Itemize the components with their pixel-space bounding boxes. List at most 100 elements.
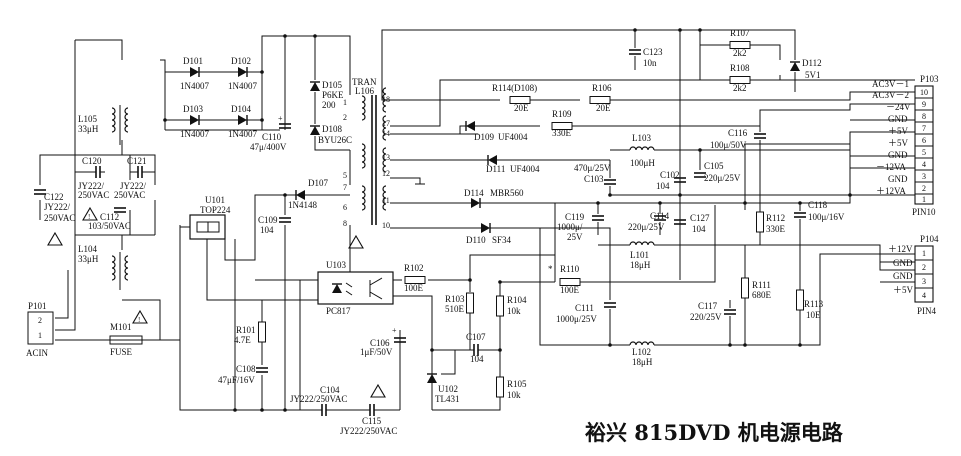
C112-ref: C112	[100, 212, 119, 222]
C123-value: 10n	[643, 58, 657, 68]
D101-value: 1N4007	[180, 81, 209, 91]
C122-ref: C122	[44, 192, 64, 202]
R114-ref: R114(D108)	[492, 83, 537, 93]
TRAN-ref: TRAN	[352, 77, 377, 87]
connector-P101: 2 1	[27, 311, 54, 345]
warning-icon	[348, 235, 364, 249]
C102-value: 104	[656, 181, 670, 191]
C116-value: 100μ/50V	[710, 140, 747, 150]
L103-value: 100μH	[630, 158, 655, 168]
svg-text:＋5V: ＋5V	[888, 126, 909, 136]
L103-ref: L103	[632, 133, 651, 143]
D114-symbol	[470, 197, 481, 209]
R111-ref: R111	[752, 280, 771, 290]
D111-ref: D111	[486, 164, 505, 174]
R112-value: 330E	[766, 224, 786, 234]
C115-ref: C115	[362, 416, 382, 426]
R113-value: 10E	[806, 310, 821, 320]
L104-ref: L104	[78, 244, 97, 254]
P101-label: ACIN	[26, 348, 48, 358]
C121-ref: C121	[127, 156, 147, 166]
D112-value: 5V1	[805, 70, 821, 80]
C116-symbol	[753, 133, 767, 139]
C112-value: 103/50VAC	[88, 221, 131, 231]
D114-value: MBR560	[490, 188, 524, 198]
R110-mark: *	[548, 264, 553, 274]
svg-text:14: 14	[382, 129, 390, 138]
D103-ref: D103	[183, 104, 203, 114]
P103-label: PIN10	[912, 207, 936, 217]
R108-ref: R108	[730, 63, 750, 73]
C119-symbol	[591, 215, 605, 221]
svg-text:10: 10	[382, 221, 390, 230]
svg-text:1: 1	[922, 249, 926, 258]
C127-ref: C127	[690, 213, 710, 223]
junction-dots	[163, 28, 852, 412]
C109-symbol	[278, 217, 292, 223]
D103-value: 1N4007	[180, 129, 209, 139]
D102-ref: D102	[231, 56, 251, 66]
svg-text:＋12V: ＋12V	[888, 244, 913, 254]
C109-ref: C109	[258, 215, 278, 225]
D110-symbol	[480, 222, 491, 234]
C115-value: JY222/250VAC	[340, 426, 397, 436]
svg-text:－24V: －24V	[886, 102, 911, 112]
D105-symbol	[309, 81, 321, 92]
L101-symbol	[629, 241, 655, 246]
svg-text:3: 3	[922, 172, 926, 181]
C120-value2: 250VAC	[78, 190, 109, 200]
P104-ref: P104	[920, 234, 939, 244]
C121-symbol	[137, 165, 143, 179]
R104-value: 10k	[507, 306, 521, 316]
R102-ref: R102	[404, 263, 424, 273]
C122-value: JY222/	[44, 202, 71, 212]
svg-text:AC3V－1: AC3V－1	[872, 79, 909, 89]
svg-text:8: 8	[922, 112, 926, 121]
svg-text:2: 2	[922, 263, 926, 272]
C107-ref: C107	[466, 332, 486, 342]
C110-value: 47μ/400V	[250, 142, 287, 152]
C121-value2: 250VAC	[114, 190, 145, 200]
C120-ref: C120	[82, 156, 102, 166]
D104-ref: D104	[231, 104, 251, 114]
C119-ref: C119	[565, 212, 585, 222]
L106-ref: L106	[355, 86, 374, 96]
C105-ref: C105	[704, 161, 724, 171]
svg-text:GND: GND	[893, 271, 913, 281]
U102-value: TL431	[435, 394, 460, 404]
svg-text:3: 3	[922, 277, 926, 286]
L102-value: 18μH	[632, 357, 653, 367]
C105-value: 220μ/25V	[704, 173, 741, 183]
R112-ref: R112	[766, 213, 785, 223]
svg-text:9: 9	[922, 100, 926, 109]
ic-U101	[189, 214, 226, 240]
svg-text:2: 2	[38, 316, 42, 325]
R113-ref: R113	[804, 299, 824, 309]
connector-P103	[914, 85, 934, 205]
D109-symbol	[465, 120, 476, 132]
C106-value: 1μF/50V	[360, 347, 393, 357]
C108-ref: C108	[236, 364, 256, 374]
R101-ref: R101	[236, 325, 256, 335]
C104-ref: C104	[320, 385, 340, 395]
D105-ref: D105	[322, 80, 342, 90]
C111-value: 1000μ/25V	[556, 314, 597, 324]
R105-value: 10k	[507, 390, 521, 400]
C117-symbol	[723, 309, 737, 315]
C103-symbol	[603, 179, 617, 185]
svg-text:GND: GND	[893, 258, 913, 268]
svg-text:17: 17	[382, 119, 390, 128]
R105-ref: R105	[507, 379, 527, 389]
U102-ref: U102	[438, 384, 458, 394]
svg-text:＋5V: ＋5V	[893, 285, 914, 295]
svg-text:+: +	[278, 114, 283, 123]
svg-text:7: 7	[343, 183, 347, 192]
svg-text:1: 1	[922, 195, 926, 204]
C114-value: 220μ/25V	[628, 222, 665, 232]
D108-value: BYU26C	[318, 135, 352, 145]
P103-ref: P103	[920, 74, 939, 84]
C122-value2: 250VAC	[44, 213, 75, 223]
svg-text:2: 2	[343, 113, 347, 122]
C119-value2: 25V	[567, 232, 583, 242]
warning-icon	[47, 232, 63, 246]
